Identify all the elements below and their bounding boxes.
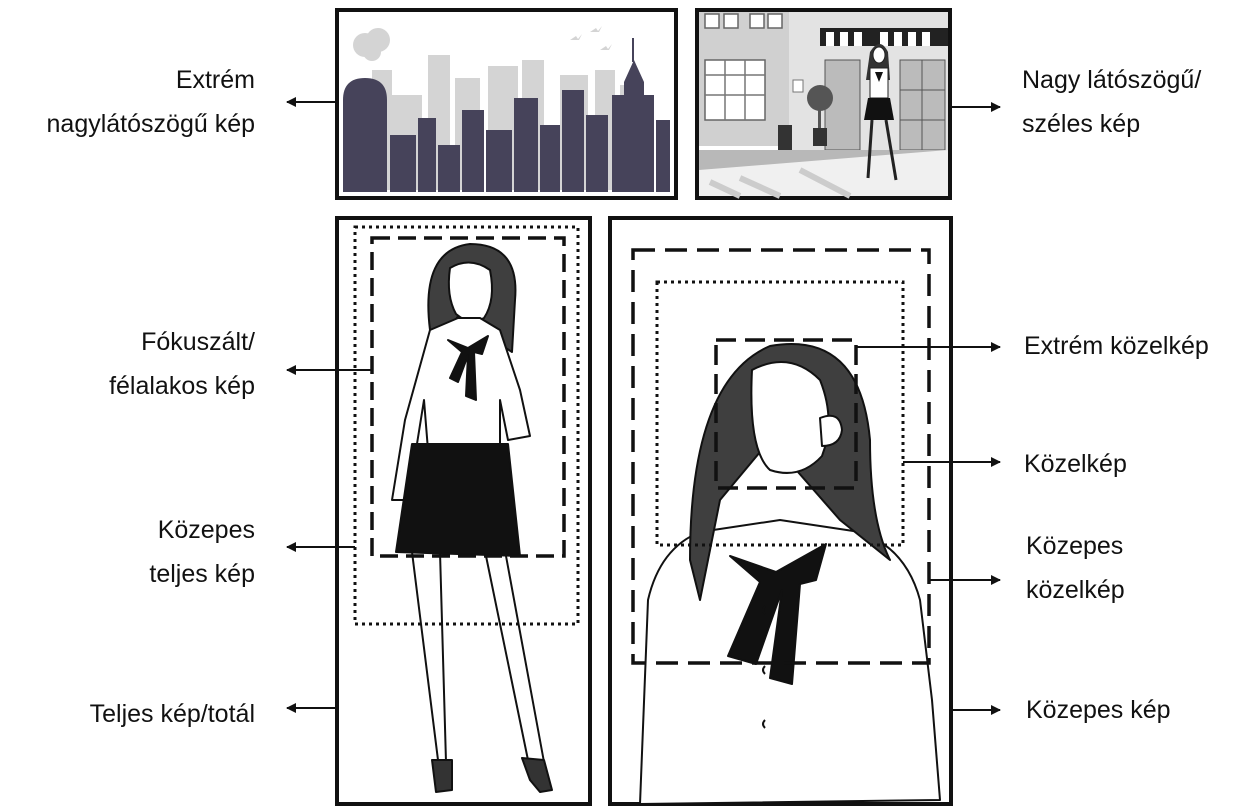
extreme-wide-panel [337,10,676,198]
wide-panel [697,10,950,198]
closeup-panel [610,218,951,804]
full-figure-panel [337,218,590,804]
